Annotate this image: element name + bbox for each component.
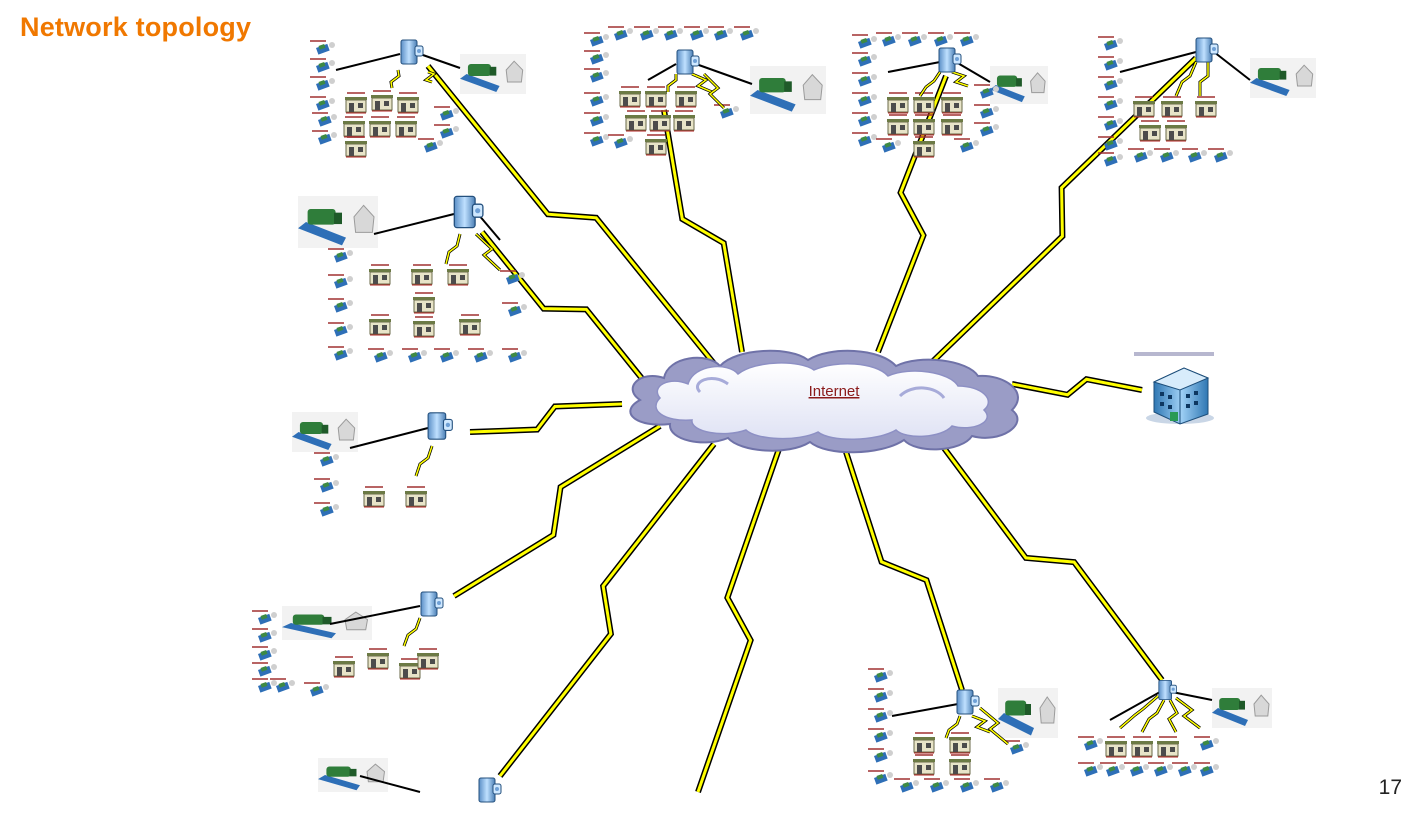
router-mid-left: [427, 412, 453, 440]
wan-links-layer: [425, 55, 1199, 793]
site-cluster-top-left: [310, 40, 459, 158]
page-number: 17: [1378, 776, 1402, 799]
router-top-center: [676, 49, 700, 75]
wan-link-bottom-right: [843, 451, 965, 691]
cloud-label: Internet: [809, 383, 861, 400]
router-top-left: [400, 39, 424, 65]
depot-bottom-left: [318, 758, 388, 792]
site-cluster-top-center: [584, 26, 759, 156]
wan-link-top-right: [875, 74, 949, 354]
site-cluster-mid-left: [314, 445, 434, 517]
site-cluster-far-bottom-right: [1078, 694, 1219, 777]
site-cluster-far-top-right: [1098, 36, 1233, 167]
router-far-top-right: [1195, 37, 1219, 63]
router-bottom-left: [478, 777, 502, 803]
depot-far-top-right: [1250, 58, 1316, 98]
depot-top-right: [990, 66, 1048, 104]
site-cluster-upper-left: [328, 232, 527, 363]
site-cluster-lower-left: [252, 610, 439, 697]
slide-title: Network topology: [20, 12, 252, 42]
router-lower-left: [420, 591, 444, 617]
site-cluster-top-right: [852, 32, 999, 158]
depot-mid-left: [292, 412, 358, 452]
wan-link-mid-left: [469, 401, 623, 435]
hq-building-icon: [1134, 352, 1214, 425]
site-routers-layer: [400, 37, 1219, 803]
router-top-right: [938, 47, 962, 73]
cloud-icon: Internet: [629, 349, 1019, 454]
router-upper-left: [453, 195, 484, 229]
router-bottom-right: [956, 689, 980, 715]
depot-top-left: [460, 54, 526, 94]
wan-link-hq: [1011, 376, 1143, 398]
depot-upper-left: [298, 196, 378, 248]
wan-link-lower-left: [452, 423, 662, 599]
depot-top-center: [750, 66, 826, 114]
remote-sites-layer: [252, 26, 1316, 793]
router-far-bottom-right: [1158, 679, 1177, 701]
wan-link-far-top-right: [925, 55, 1199, 369]
wan-link-top-center: [661, 109, 745, 353]
depot-bottom-right: [998, 688, 1058, 738]
site-cluster-bottom-right: [868, 668, 1029, 793]
wan-link-far-bottom-right: [935, 438, 1165, 682]
wan-link-top-left: [425, 64, 719, 368]
depot-far-bottom-right: [1212, 688, 1272, 728]
depot-lower-left: [282, 606, 372, 640]
wan-link-bottom-left: [497, 442, 717, 778]
wan-link-bottom-center: [695, 445, 783, 793]
site-connectors: [329, 51, 1251, 793]
